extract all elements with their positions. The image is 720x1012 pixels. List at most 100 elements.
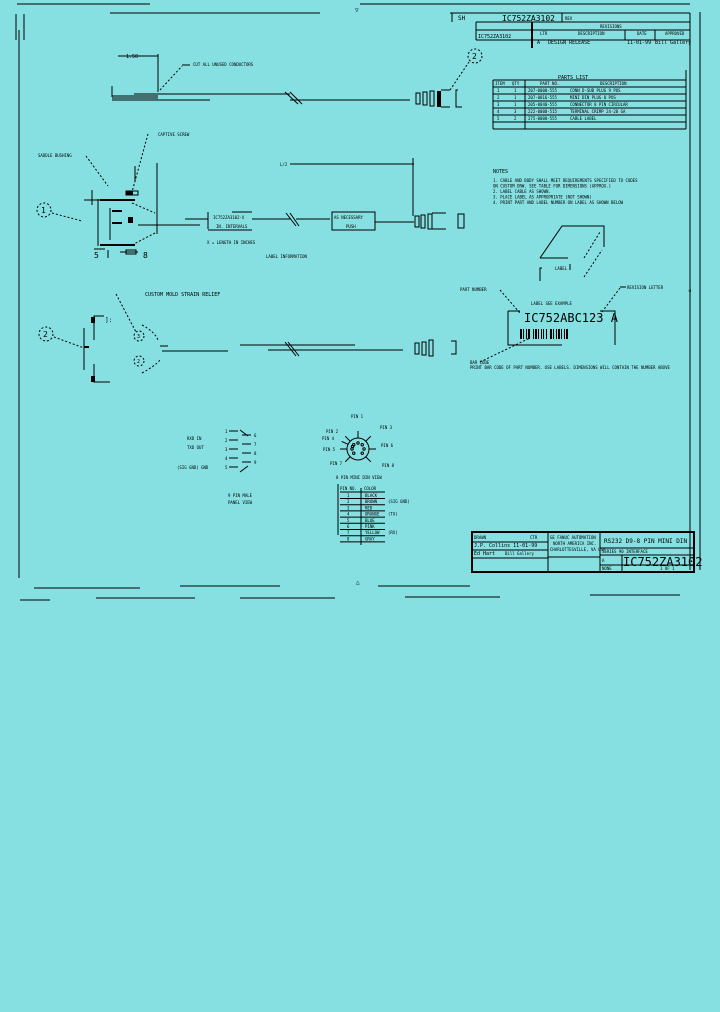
pin-balloon-3 <box>133 330 145 342</box>
din-pin-leader <box>344 435 351 442</box>
dsub-pin-left: 4 <box>225 456 228 461</box>
dsub-label-sig-gnd: (SIG GND) GND <box>177 465 209 470</box>
barcode-bar <box>535 329 537 339</box>
cut-conductors-callout: CUT ALL UNUSED CONDUCTORS <box>193 62 254 67</box>
din-pin-socket <box>356 441 360 445</box>
dsub-pin-right: 9 <box>254 460 257 465</box>
rev-row-ltr: A <box>537 40 540 46</box>
dsub-pin-right: 8 <box>254 451 257 456</box>
title-block-drawing-number: IC752ZA3102 <box>623 555 702 569</box>
notes-title: NOTES <box>493 169 508 175</box>
svg-text:8: 8 <box>143 251 148 260</box>
barcode-bar <box>550 329 552 339</box>
label-footnote: PRINT BAR CODE OF PART NUMBER. USE LABEL… <box>470 365 670 370</box>
label-box1-line1: IC752ZA3102-X <box>213 215 245 220</box>
checked-by: Bill Gallery <box>505 551 534 556</box>
rev-col-description: DESCRIPTION <box>578 31 605 36</box>
color-table-pin: 1 <box>347 493 350 498</box>
drawn-by: J.P. Collins 11-01-99 <box>474 543 537 549</box>
note-line: 1. CABLE AND BODY SHALL MEET REQUIREMENT… <box>493 178 638 183</box>
item-balloon-1 <box>36 202 52 218</box>
drawing-subtitle: SERIES 90 INTERFACE <box>602 549 648 554</box>
header-drawing-number: IC752ZA3102 <box>502 14 555 23</box>
color-table-pin: 6 <box>347 524 350 529</box>
svg-text:2: 2 <box>137 359 140 365</box>
din-pin-socket <box>350 447 354 451</box>
din-pin-label: PIN 2 <box>326 429 339 434</box>
bottom-center-mark: △ <box>356 579 360 586</box>
color-table-color: ORANGE <box>365 512 380 517</box>
dsub-pin-left: 2 <box>225 438 228 443</box>
barcode-bar <box>520 329 522 339</box>
color-table-color: BLUE <box>365 518 375 523</box>
din-pin-label: PIN 6 <box>381 443 394 448</box>
color-table-pin: 2 <box>347 499 350 504</box>
item-balloon-2 <box>38 326 54 342</box>
top-dim-label: 1.50 <box>126 54 138 60</box>
parts-list: PARTS LIST ITEM QTY PART NO. DESCRIPTION… <box>492 70 687 130</box>
drawing-border: ▽ △ ◁ <box>15 3 701 601</box>
barcode-bar <box>528 329 530 339</box>
din-pin-leader <box>344 456 351 463</box>
color-table-pin: 7 <box>347 530 350 535</box>
top-center-mark: ▽ <box>355 7 359 14</box>
parts-part-no: 275-0000-555 <box>528 116 557 121</box>
label-example-title: LABEL SEE EXAMPLE <box>531 301 573 306</box>
label-info-title: LABEL INFORMATION <box>266 254 308 259</box>
dsub-pin-left: 1 <box>225 429 228 434</box>
parts-item: 2 <box>497 95 500 100</box>
color-table-note: (SIG GND) <box>388 499 410 504</box>
parts-part-no: 205-0040-555 <box>528 102 557 107</box>
color-table-color: GRAY <box>365 536 375 541</box>
note-line: 3. PLACE LABEL AS APPROPRIATE (NOT SHOWN… <box>493 195 592 200</box>
dsub-pin-left: 3 <box>225 447 228 452</box>
din-pin-label: PIN 3 <box>380 425 393 430</box>
top-cable-view: 1.50 CUT ALL UNUSED CONDUCTORS 2 <box>111 48 483 108</box>
color-table-header-pin: PIN NO. <box>340 486 357 491</box>
dsub-label-rxd: RXD IN <box>187 436 202 441</box>
barcode-bar <box>556 329 557 339</box>
dsub-side-view: 1 SADDLE BUSHING CAPTIVE SCREW 5 8 L/2 <box>36 132 465 260</box>
parts-description: MINI DIN PLUG 8 POS <box>570 95 616 100</box>
barcode-bar <box>566 329 568 339</box>
rev-col-ltr: LTR <box>540 31 548 36</box>
dsub-caption-2: PANEL VIEW <box>228 500 253 505</box>
barcode-bar <box>558 329 560 339</box>
size-label: A <box>602 558 605 563</box>
length-note: X = LENGTH IN INCHES <box>207 240 256 245</box>
color-table-pin: 5 <box>347 518 350 523</box>
dsub-pin-left: 5 <box>225 465 228 470</box>
color-table-color: BROWN <box>365 499 378 504</box>
color-table-pin: 3 <box>347 505 350 510</box>
svg-text:ITEM: ITEM <box>495 81 505 86</box>
item-balloon-2-top <box>467 48 483 64</box>
note-line: 2. LABEL CABLE AS SHOWN. <box>493 189 551 194</box>
dsub-label-txd: TXD OUT <box>187 445 204 450</box>
note-line: 4. PRINT PART AND LABEL NUMBER ON LABEL … <box>493 200 624 205</box>
engineer: Ed Hart <box>474 551 495 557</box>
svg-text:PART NO.: PART NO. <box>540 81 559 86</box>
color-table-header-color: COLOR <box>364 486 377 491</box>
color-table-row: 2 BROWN (SIG GND) <box>340 499 410 506</box>
title-block: DRAWN J.P. Collins 11-01-99 CTR Ed Hart … <box>471 531 702 573</box>
barcode-bar <box>538 329 539 339</box>
barcode-bar <box>543 329 544 339</box>
rev-col-date: DATE <box>637 31 647 36</box>
barcode-bar <box>553 329 554 339</box>
color-table-color: RED <box>365 505 373 510</box>
dsub-pin-right: 7 <box>254 442 257 447</box>
svg-text:3: 3 <box>137 334 140 340</box>
svg-text:5: 5 <box>94 251 99 260</box>
label-part-number: IC752ABC123 A <box>524 311 619 325</box>
din-pin-label: PIN 4 <box>322 436 335 441</box>
